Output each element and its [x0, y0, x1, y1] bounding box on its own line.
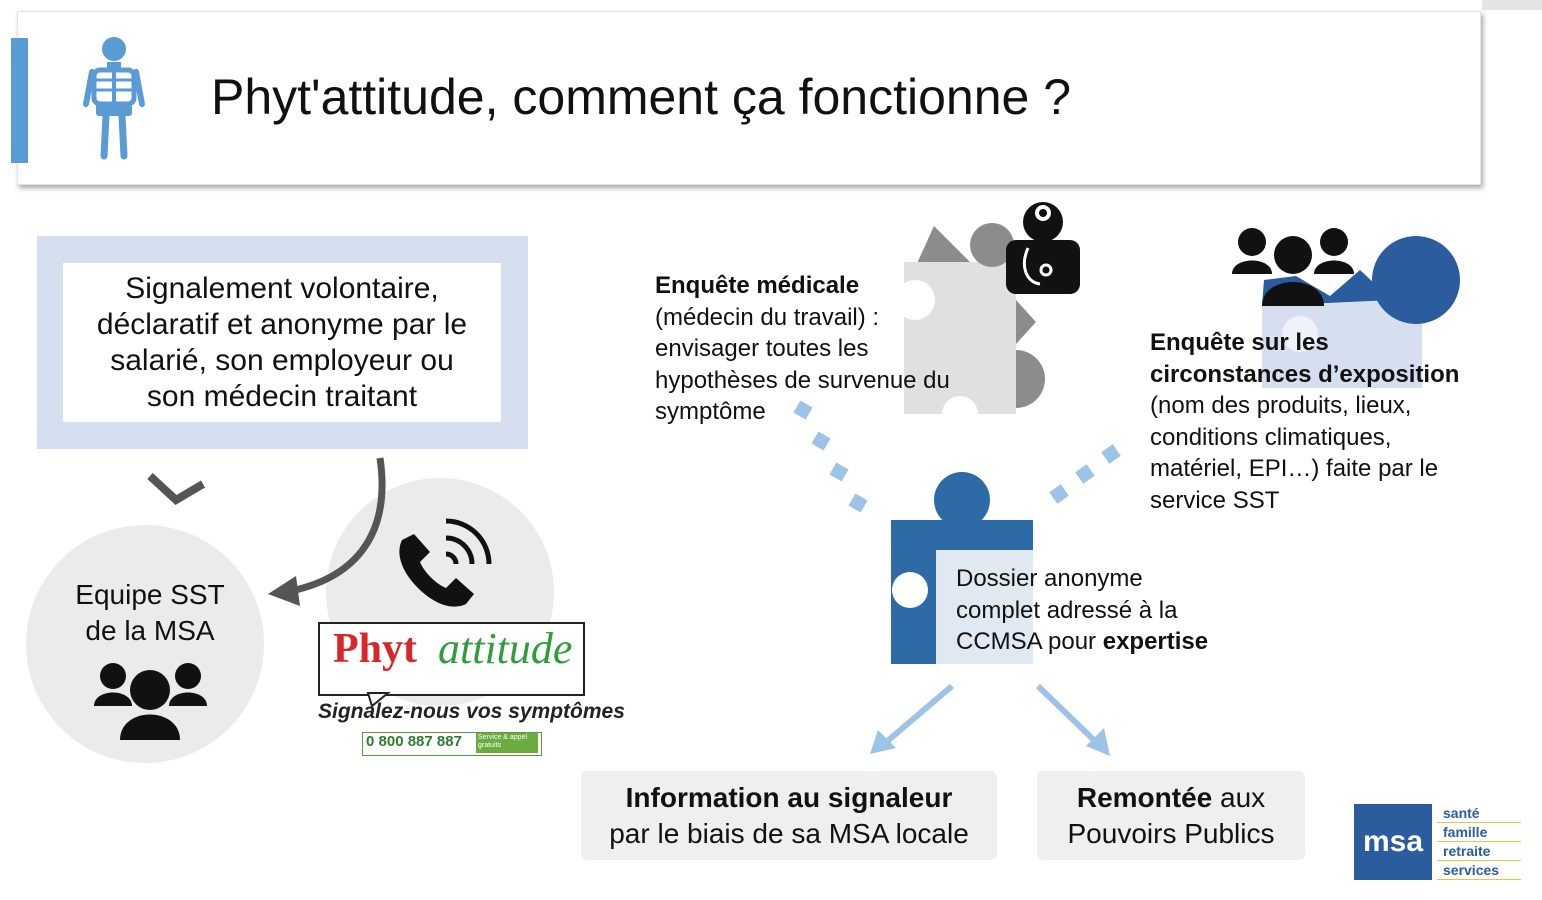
- logo-attitude-text: attitude: [438, 624, 573, 673]
- enquete-exposition-title: circonstances d’exposition: [1150, 360, 1460, 388]
- enquete-exposition-line: service SST: [1150, 486, 1280, 514]
- dossier-line: complet adressé à la: [956, 596, 1178, 624]
- signalement-line: son médecin traitant: [146, 379, 418, 413]
- logo-phone-number: 0 800 887 887: [366, 733, 462, 750]
- remontee-box: Remontée aux Pouvoirs Publics: [1037, 771, 1305, 860]
- header-panel: [17, 11, 1481, 185]
- msa-logo-line: retraite: [1437, 842, 1521, 861]
- remontee-title: Remontée: [1076, 781, 1213, 813]
- dossier-line: CCMSA pour: [956, 628, 1103, 655]
- enquete-medicale-text: Enquête médicale (médecin du travail) : …: [655, 270, 950, 428]
- chevron-down-icon: [147, 473, 206, 505]
- dossier-text: Dossier anonyme complet adressé à la CCM…: [956, 563, 1208, 658]
- enquete-medicale-line: hypothèses de survenue du: [655, 366, 950, 394]
- msa-logo-line: services: [1437, 861, 1521, 880]
- enquete-medicale-title: Enquête médicale: [655, 272, 860, 299]
- dossier-line: Dossier anonyme: [956, 565, 1143, 592]
- enquete-exposition-title: Enquête sur les: [1150, 329, 1329, 356]
- enquete-medicale-line: symptôme: [655, 398, 766, 425]
- enquete-exposition-line: matériel, EPI…) faite par le: [1150, 455, 1439, 482]
- information-box: Information au signaleur par le biais de…: [581, 771, 997, 860]
- equipe-sst-label: Equipe SST de la MSA: [26, 577, 274, 649]
- header-accent-bar: [11, 38, 28, 163]
- arrow-down-left-icon: [870, 683, 954, 754]
- msa-logo-line: santé: [1437, 804, 1521, 823]
- page-title: Phyt'attitude, comment ça fonctionne ?: [211, 69, 1072, 125]
- dossier-expertise: expertise: [1102, 628, 1209, 655]
- remontee-after: aux: [1212, 781, 1266, 813]
- logo-number-tag: Service & appel gratuits: [476, 733, 538, 753]
- curved-arrow-icon: [285, 457, 386, 596]
- phytattitude-logo-box: [318, 622, 585, 696]
- signalement-line: Signalement volontaire,: [125, 271, 439, 305]
- signalement-line: déclaratif et anonyme par le: [96, 307, 468, 341]
- information-title: Information au signaleur: [625, 781, 953, 813]
- msa-logo-line: famille: [1437, 823, 1521, 842]
- dotted-connector-right: [1049, 444, 1121, 504]
- logo-slogan: Signalez-nous vos symptômes: [318, 700, 625, 723]
- msa-logo-mark: msa: [1354, 804, 1432, 880]
- enquete-exposition-line: (nom des produits, lieux,: [1150, 392, 1412, 419]
- enquete-exposition-line: conditions climatiques,: [1150, 423, 1392, 451]
- remontee-line2: Pouvoirs Publics: [1067, 817, 1275, 849]
- logo-phyt-text: Phyt: [333, 626, 417, 672]
- signalement-line: salarié, son employeur ou: [110, 343, 454, 377]
- enquete-medicale-line: (médecin du travail) :: [655, 303, 880, 331]
- signalement-box: Signalement volontaire, déclaratif et an…: [63, 263, 501, 422]
- equipe-sst-line: de la MSA: [85, 615, 215, 646]
- top-right-mark: [1482, 0, 1542, 10]
- people-exposition-icon: [1232, 228, 1354, 306]
- doctor-icon: [1006, 202, 1080, 294]
- enquete-exposition-text: Enquête sur les circonstances d’expositi…: [1150, 327, 1459, 516]
- arrow-down-right-icon: [1035, 683, 1110, 756]
- msa-logo-tagline: santé famille retraite services: [1437, 804, 1521, 880]
- msa-logo-letters: msa: [1362, 825, 1424, 858]
- enquete-medicale-line: envisager toutes les: [655, 335, 869, 362]
- phone-icon: [399, 518, 492, 607]
- information-subtitle: par le biais de sa MSA locale: [609, 817, 969, 849]
- equipe-sst-line: Equipe SST: [75, 579, 225, 610]
